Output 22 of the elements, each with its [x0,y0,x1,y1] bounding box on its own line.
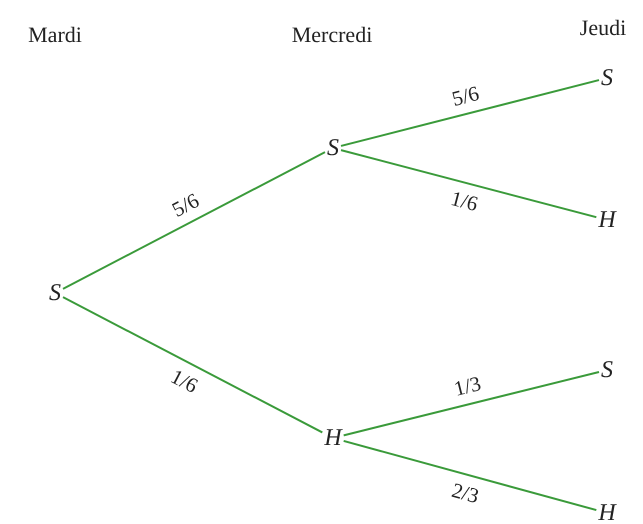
outcome-label: S [325,135,341,161]
outcome-label: H [596,207,618,233]
tree-branch [62,296,323,434]
probability-label: 5/6 [168,188,203,220]
probability-label: 1/3 [451,372,483,400]
probability-label: 1/6 [167,364,202,397]
tree-branch [340,149,597,218]
tree-branch [343,371,600,436]
tree-branch [62,151,326,290]
day-heading: Mardi [28,23,82,47]
probability-label: 5/6 [450,82,482,110]
probability-label: 2/3 [449,478,481,508]
day-heading: Mercredi [292,23,372,47]
outcome-label: H [596,500,618,524]
outcome-label: H [322,425,344,451]
outcome-label: S [47,280,63,306]
day-heading: Jeudi [580,16,626,40]
outcome-label: S [599,357,615,383]
tree-branch [343,440,597,512]
outcome-label: S [599,65,615,91]
probability-label: 1/6 [448,187,480,216]
tree-branch [340,79,600,147]
